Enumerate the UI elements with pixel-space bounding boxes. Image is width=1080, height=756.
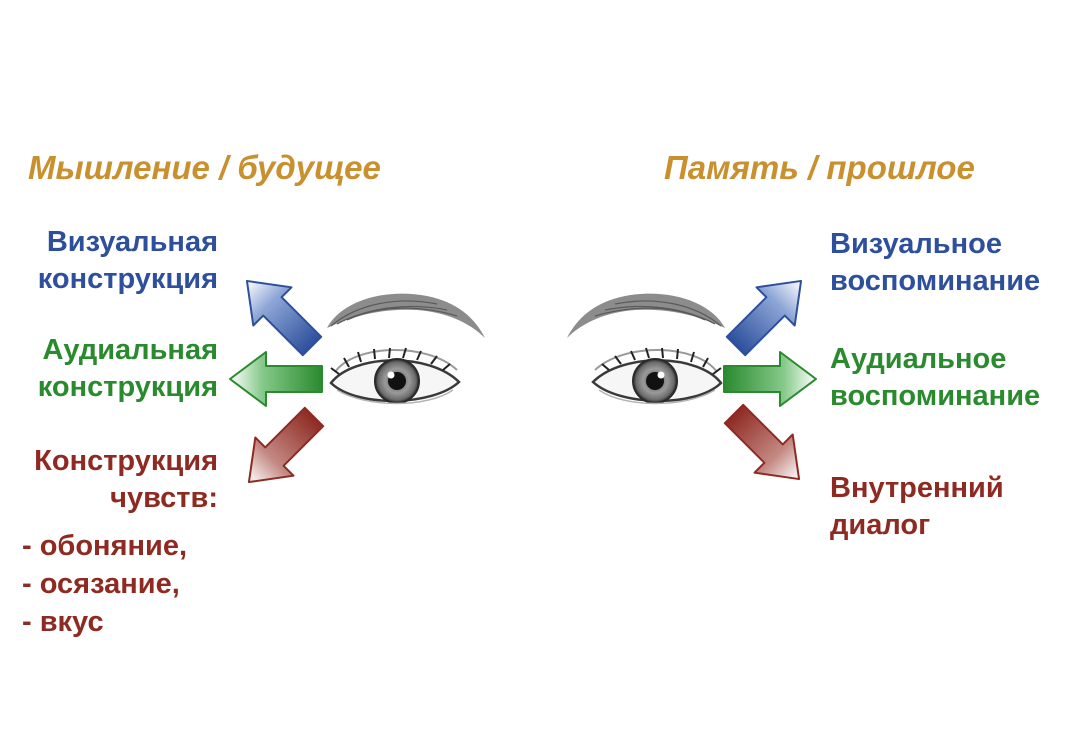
label-auditory-construction: Аудиальная конструкция bbox=[37, 334, 218, 403]
heading-thinking-future: Мышление / будущее bbox=[28, 149, 381, 186]
kinesthetic-item-taste: - вкус bbox=[22, 606, 104, 638]
label-auditory-recall: Аудиальное воспоминание bbox=[830, 343, 1041, 412]
arrow-up-right-icon bbox=[715, 260, 822, 367]
kinesthetic-item-touch: - осязание, bbox=[22, 568, 180, 600]
right-eye-icon bbox=[565, 292, 727, 405]
arrow-right-icon bbox=[723, 351, 817, 407]
arrow-down-right-icon bbox=[713, 393, 820, 500]
arrow-up-left-icon bbox=[226, 260, 333, 367]
arrow-down-left-icon bbox=[228, 396, 335, 503]
arrow-left-icon bbox=[229, 351, 323, 407]
label-visual-recall: Визуальное воспоминание bbox=[830, 228, 1041, 297]
label-internal-dialogue: Внутренний диалог bbox=[830, 472, 1004, 541]
label-visual-construction: Визуальная конструкция bbox=[37, 226, 218, 295]
left-eye-icon bbox=[325, 292, 487, 405]
heading-memory-past: Память / прошлое bbox=[664, 149, 975, 186]
label-kinesthetic-construction: Конструкция чувств: bbox=[34, 445, 218, 514]
kinesthetic-item-smell: - обоняние, bbox=[22, 530, 188, 562]
